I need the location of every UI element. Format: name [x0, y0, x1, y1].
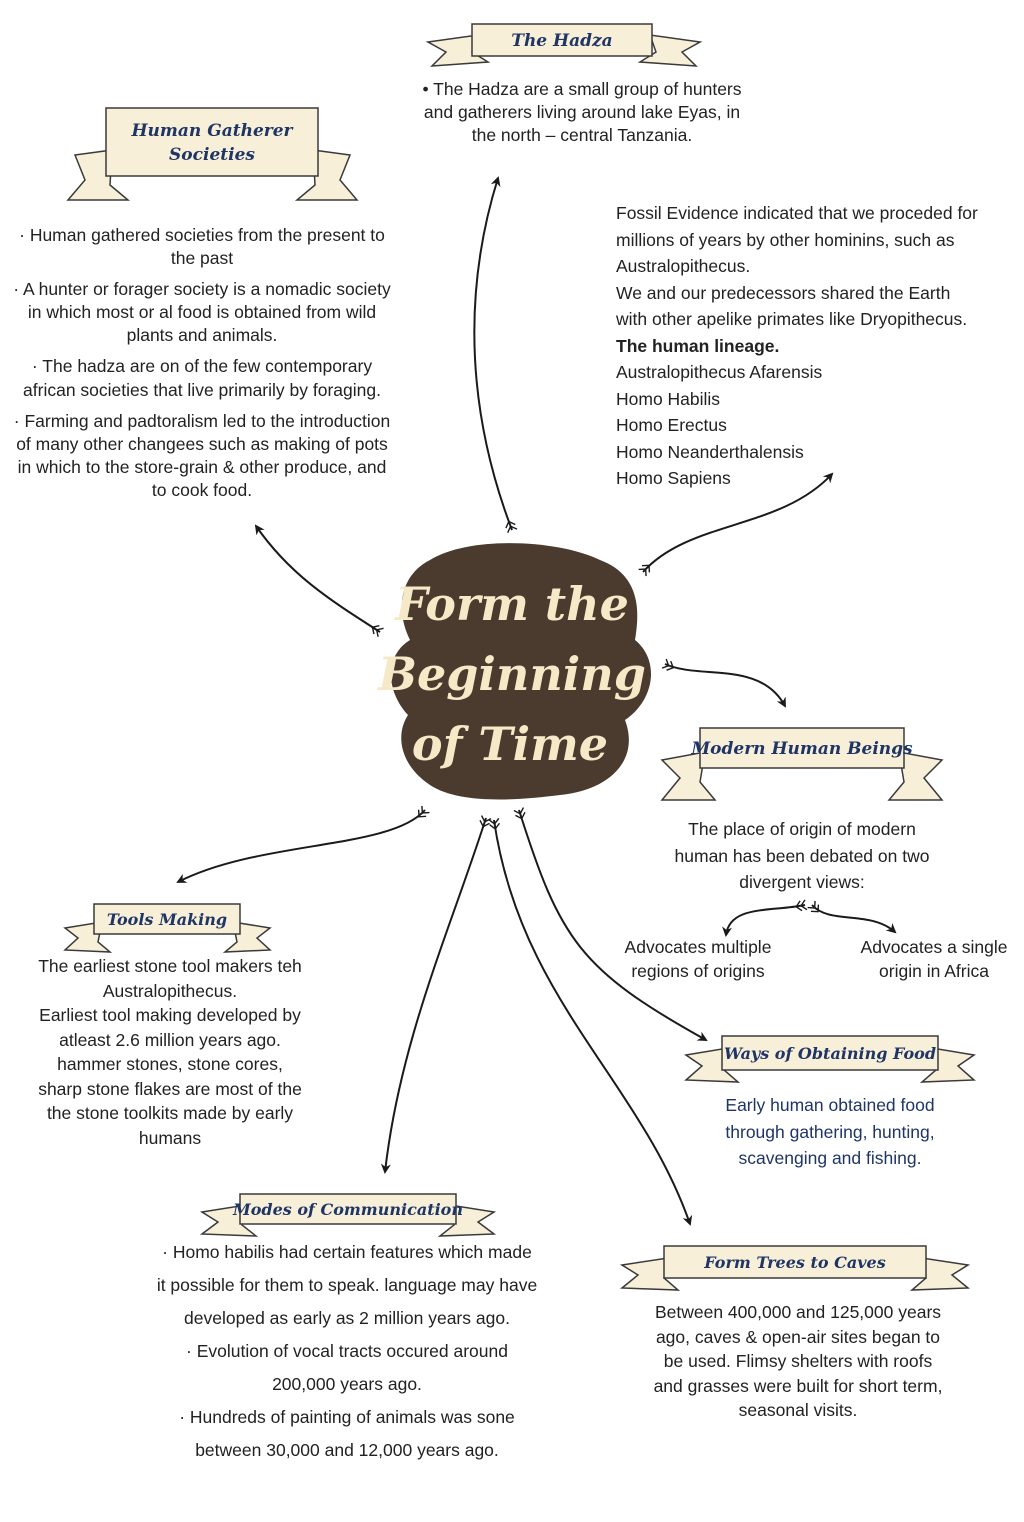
ribbon-communication: Modes of Communication: [199, 1193, 497, 1237]
hadza-text: • The Hadza are a small group of hunters…: [400, 78, 764, 147]
fossil-text: Fossil Evidence indicated that we proced…: [616, 200, 1016, 492]
tools-line: Earliest tool making developed by: [39, 1005, 301, 1025]
communication-line: it possible for them to speak. language …: [156, 1275, 538, 1295]
food-title: Ways of Obtaining Food: [724, 1044, 936, 1063]
tools-text: The earliest stone tool makers teh Austr…: [20, 954, 320, 1150]
view-left-line: Advocates multiple: [624, 937, 772, 957]
view-multiple-regions: Advocates multiple regions of origins: [598, 935, 798, 983]
hadza-line: and gatherers living around lake Eyas, i…: [423, 102, 741, 123]
caves-line: Between 400,000 and 125,000 years: [654, 1302, 942, 1322]
lineage-item: Homo Sapiens: [616, 468, 731, 488]
center-title-line-3: of Time: [412, 717, 608, 771]
communication-title: Modes of Communication: [232, 1200, 463, 1219]
arrow-to-communication: [380, 815, 492, 1174]
communication-line: · Homo habilis had certain features whic…: [162, 1242, 532, 1262]
modern-line: human has been debated on two: [674, 845, 930, 866]
view-right-line: Advocates a single: [860, 937, 1008, 957]
tools-line: atleast 2.6 million years ago.: [59, 1029, 281, 1050]
ribbon-food: Ways of Obtaining Food: [684, 1035, 976, 1083]
lineage-item: Homo Habilis: [616, 388, 721, 409]
view-single-origin: Advocates a single origin in Africa: [844, 935, 1024, 983]
lineage-item: Homo Neanderthalensis: [616, 441, 804, 462]
modern-line: The place of origin of modern: [688, 819, 916, 839]
human-gatherer-paragraph: · A hunter or forager society is a nomad…: [13, 279, 391, 346]
caves-line: be used. Flimsy shelters with roofs: [663, 1351, 933, 1371]
food-line: through gathering, hunting,: [725, 1121, 935, 1142]
tools-line: humans: [138, 1127, 202, 1148]
modern-line: divergent views:: [739, 872, 865, 892]
fossil-line: millions of years by other hominins, suc…: [616, 229, 955, 250]
tools-line: the stone toolkits made by early: [46, 1103, 294, 1123]
arrow-to-fossil: [638, 472, 834, 577]
communication-line: 200,000 years ago.: [272, 1374, 422, 1394]
modern-text: The place of origin of modern human has …: [640, 816, 964, 896]
food-text: Early human obtained food through gather…: [680, 1092, 980, 1172]
lineage-heading: The human lineage.: [616, 335, 780, 356]
caves-line: ago, caves & open-air sites began to: [655, 1326, 941, 1347]
human-gatherer-paragraph: · Farming and padtoralism led to the int…: [13, 410, 391, 500]
fossil-line: We and our predecessors shared the Earth: [616, 282, 951, 303]
fossil-line: with other apelike primates like Dryopit…: [616, 309, 968, 329]
arrow-to-modern: [661, 658, 786, 708]
communication-line: between 30,000 and 12,000 years ago.: [195, 1440, 499, 1460]
human-gatherer-text: · Human gathered societies from the pres…: [8, 224, 396, 510]
arrow-to-view-left: [722, 899, 808, 937]
communication-text: · Homo habilis had certain features whic…: [140, 1236, 554, 1467]
fossil-line: Australopithecus.: [616, 256, 751, 276]
caves-line: and grasses were built for short term,: [653, 1375, 943, 1396]
tools-line: hammer stones, stone cores,: [57, 1054, 283, 1074]
human-gatherer-paragraph: · Human gathered societies from the pres…: [19, 225, 385, 269]
fossil-line: Fossil Evidence indicated that we proced…: [616, 203, 978, 223]
arrow-to-hadza: [473, 176, 518, 534]
modern-title: Modern Human Beings: [690, 739, 913, 759]
tools-line: Australopithecus.: [102, 980, 238, 1001]
communication-line: · Hundreds of painting of animals was so…: [179, 1407, 515, 1427]
center-title-line-2: Beginning: [376, 647, 646, 701]
arrow-to-view-right: [807, 900, 897, 934]
center-title-line-1: Form the: [393, 577, 629, 631]
human-gatherer-title-line-2: Societies: [169, 145, 255, 165]
caves-line: seasonal visits.: [738, 1400, 858, 1420]
caves-title: Form Trees to Caves: [703, 1253, 885, 1272]
ribbon-caves: Form Trees to Caves: [619, 1245, 971, 1291]
ribbon-modern: Modern Human Beings: [660, 727, 944, 801]
hadza-line: the north – central Tanzania.: [471, 125, 693, 146]
lineage-item: Australopithecus Afarensis: [616, 362, 823, 382]
communication-line: developed as early as 2 million years ag…: [184, 1308, 510, 1328]
arrow-to-human-gatherer: [254, 524, 384, 637]
ribbon-human-gatherer: Human Gatherer Societies: [66, 107, 359, 201]
arrow-to-food: [513, 807, 708, 1041]
ribbon-hadza: The Hadza: [425, 23, 703, 67]
tools-line: sharp stone flakes are most of the: [38, 1078, 302, 1099]
human-gatherer-title-line-1: Human Gatherer: [131, 121, 294, 141]
caves-text: Between 400,000 and 125,000 years ago, c…: [628, 1300, 968, 1423]
connector-arrows: [176, 176, 897, 1226]
food-line: Early human obtained food: [725, 1095, 935, 1115]
hadza-line: • The Hadza are a small group of hunters: [422, 79, 742, 99]
tools-title: Tools Making: [107, 910, 227, 929]
view-left-line: regions of origins: [631, 961, 765, 981]
communication-line: · Evolution of vocal tracts occured arou…: [186, 1341, 508, 1361]
ribbon-tools: Tools Making: [63, 903, 272, 953]
human-gatherer-paragraph: · The hadza are on of the few contempora…: [23, 356, 381, 400]
center-title-badge: Form the Beginning of Time: [376, 543, 652, 800]
food-line: scavenging and fishing.: [738, 1148, 922, 1168]
arrow-to-tools: [176, 805, 430, 883]
view-right-line: origin in Africa: [879, 961, 989, 981]
hadza-title: The Hadza: [511, 31, 612, 51]
tools-line: The earliest stone tool makers teh: [38, 956, 302, 976]
lineage-item: Homo Erectus: [616, 415, 727, 435]
